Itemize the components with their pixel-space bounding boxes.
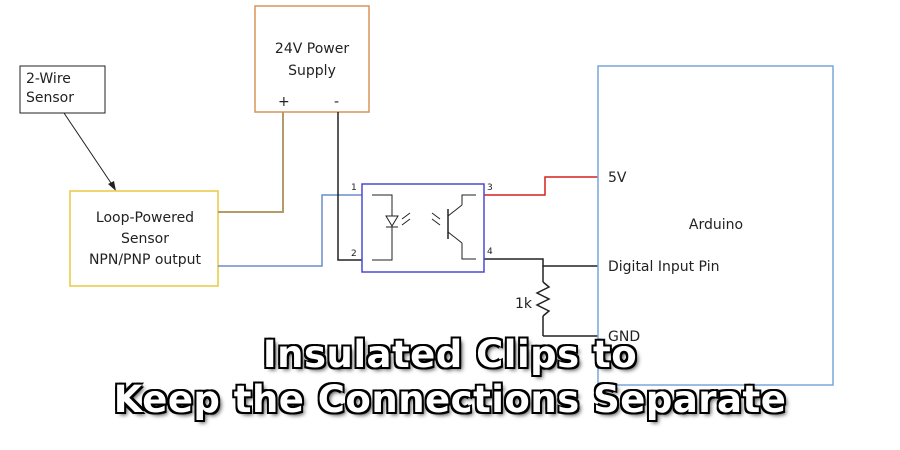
- pointer-arrow-line: [63, 112, 114, 187]
- arduino-pin-digital-input: Digital Input Pin: [608, 259, 719, 275]
- arduino-label: Arduino: [689, 217, 743, 233]
- power-supply-box: 24V Power Supply + -: [254, 5, 370, 113]
- power-supply-label-line1: 24V Power: [275, 41, 349, 57]
- wire-digital-input: [484, 258, 598, 267]
- loop-powered-sensor-box: Loop-Powered Sensor NPN/PNP output: [69, 190, 219, 287]
- resistor-symbol: [535, 281, 551, 317]
- caption-line-1: Insulated Clips to: [262, 333, 638, 376]
- light-ray-icon: [431, 212, 441, 220]
- light-ray-icon: [401, 212, 411, 220]
- resistor-label: 1k: [515, 296, 533, 312]
- sensor-label-line2: Sensor: [121, 231, 169, 247]
- sensor-label-line1: Loop-Powered: [96, 210, 194, 226]
- wire-sensor-signal: [218, 194, 362, 267]
- sensor-label-line3: NPN/PNP output: [89, 252, 202, 268]
- wire-power-positive: [218, 112, 284, 213]
- pin-2-label: 2: [351, 249, 357, 259]
- plus-terminal-label: +: [278, 94, 290, 110]
- led-icon: [385, 215, 399, 227]
- light-ray-icon: [431, 218, 441, 226]
- pin-3-label: 3: [487, 183, 493, 193]
- power-supply-label-line2: Supply: [288, 63, 336, 79]
- two-wire-sensor-box: 2-Wire Sensor: [19, 65, 106, 114]
- pin-1-label: 1: [351, 183, 357, 193]
- optocoupler: 1 2 3 4: [351, 183, 493, 273]
- arduino-box: Arduino 5V Digital Input Pin GND: [597, 65, 834, 386]
- pointer-arrowhead: [108, 181, 116, 191]
- pin-4-label: 4: [487, 247, 493, 257]
- light-ray-icon: [401, 218, 411, 226]
- arduino-pin-gnd: GND: [608, 329, 640, 345]
- caption-line-2: Keep the Connections Separate: [113, 378, 787, 421]
- minus-terminal-label: -: [334, 94, 339, 110]
- arduino-pin-5v: 5V: [608, 170, 627, 186]
- wire-power-negative: [337, 112, 362, 261]
- wire-5v: [484, 176, 598, 196]
- two-wire-label-line2: Sensor: [26, 90, 74, 106]
- two-wire-label-line1: 2-Wire: [26, 71, 71, 87]
